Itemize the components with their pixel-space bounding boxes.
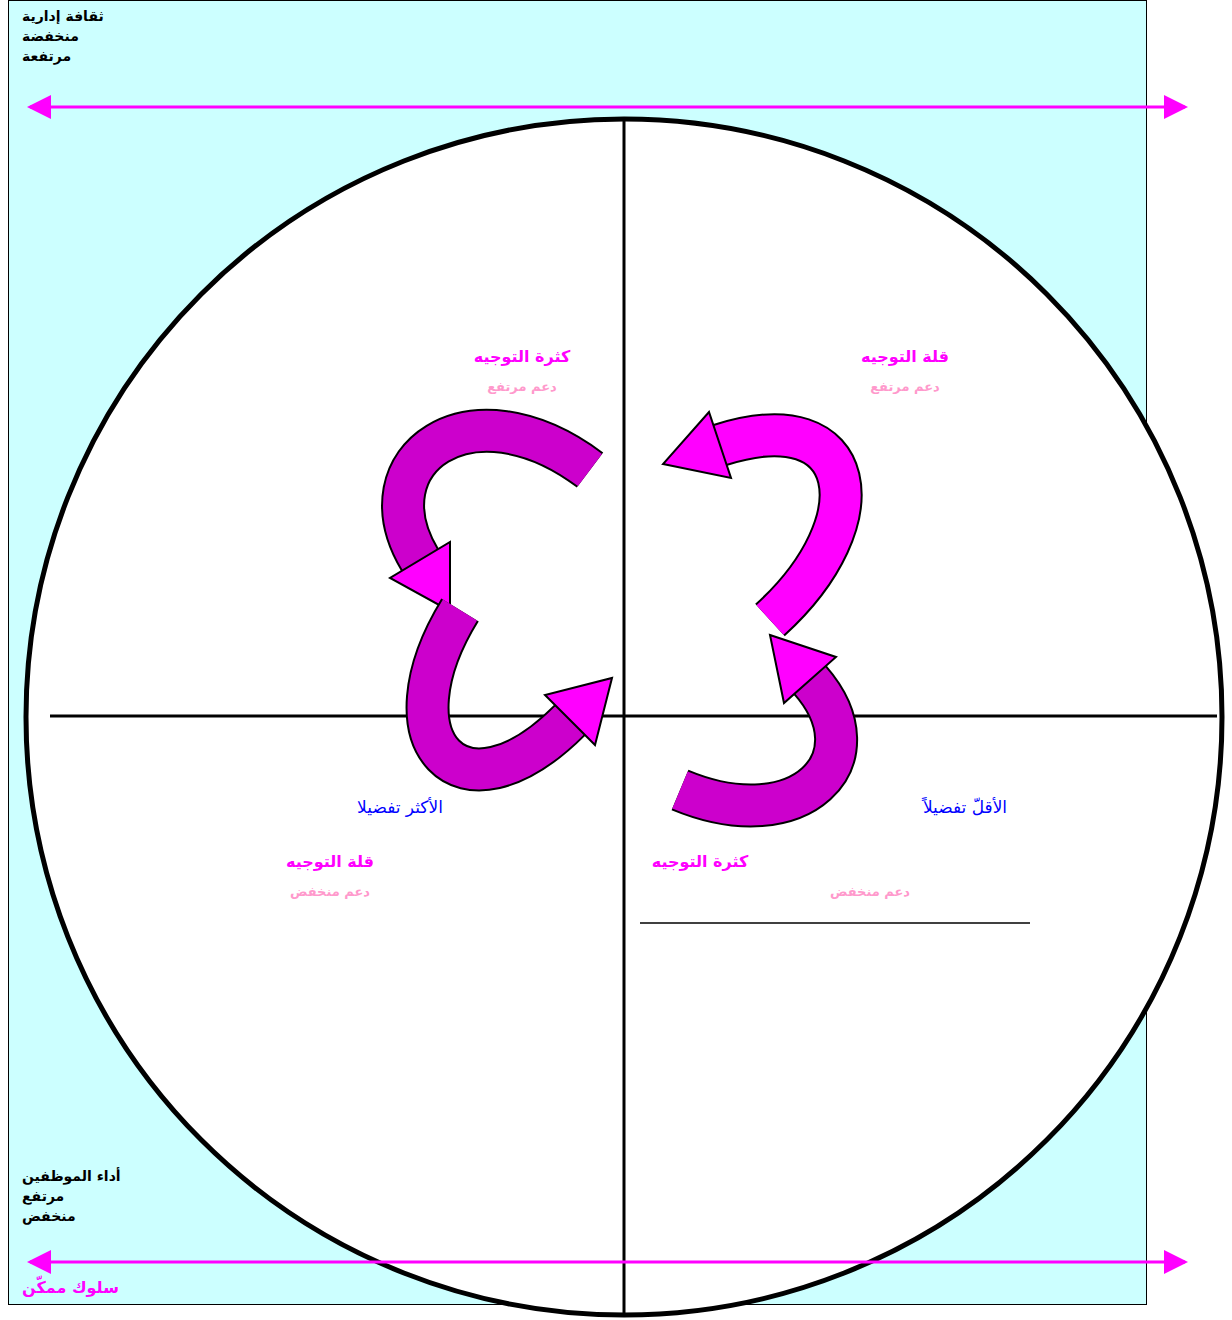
axis-end: منخفضة: [22, 28, 79, 46]
axis-end: منخفض: [22, 1208, 76, 1226]
cycle-arrows: [390, 412, 841, 806]
support-label: دعم مرتفع: [867, 379, 943, 395]
quadrant-bottom-left: الأكثر تفضيلا قلة التوجيه دعم منخفض: [24, 716, 624, 1316]
axis-end: مرتفعة: [22, 48, 71, 66]
matrix-circle: [26, 119, 1222, 1315]
axis-title: ثقافة إدارية: [22, 8, 104, 26]
preference-label: الأقلّ تفضيلاً: [920, 797, 1010, 818]
quadrant-bottom-right: الأقلّ تفضيلاً كثرة التوجيه دعم منخفض: [624, 716, 1224, 1316]
direction-label: قلة التوجيه: [283, 852, 377, 872]
performance-axis-arrow: [30, 1261, 1185, 1264]
preference-label: الأكثر تفضيلا: [354, 797, 446, 818]
horizontal-divider: [50, 715, 1217, 718]
direction-label: كثرة التوجيه: [471, 347, 574, 367]
support-label: دعم مرتفع: [484, 379, 560, 395]
axis-caption: سلوك ممكّن: [22, 1278, 119, 1298]
support-label: دعم منخفض: [287, 884, 373, 900]
axis-end: مرتفع: [22, 1188, 64, 1206]
quadrant-top-right: قلة التوجيه دعم مرتفع: [624, 118, 1224, 716]
quadrant-top-left: كثرة التوجيه دعم مرتفع: [24, 118, 624, 716]
direction-label: كثرة التوجيه: [649, 852, 752, 872]
support-label: دعم منخفض: [827, 884, 913, 900]
culture-axis-arrow: [30, 106, 1185, 109]
underline-rule: [640, 922, 1030, 924]
direction-label: قلة التوجيه: [858, 347, 952, 367]
axis-title: أداء الموظفين: [22, 1168, 121, 1186]
